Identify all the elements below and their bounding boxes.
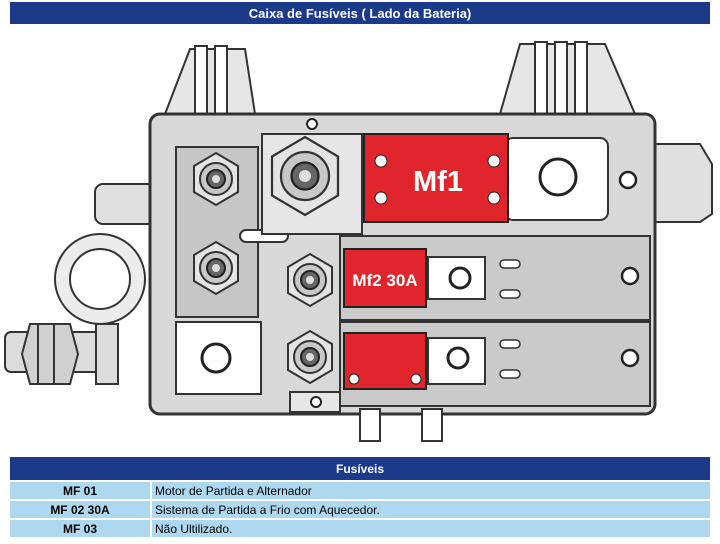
- bottom-tab: [359, 408, 381, 442]
- connector-slot: [499, 339, 521, 349]
- fuse-rivet: [487, 154, 501, 168]
- lower-left-bolt-hole: [200, 342, 232, 374]
- mounting-hole: [306, 118, 318, 130]
- fuse-description: Não Ultilizado.: [150, 520, 710, 537]
- fuse-rivet: [348, 373, 360, 385]
- mf1-bolt-hole: [538, 157, 578, 197]
- fuse-code: MF 03: [10, 520, 150, 537]
- fuse-box-diagram: Mf1 Mf2 30A: [4, 41, 713, 442]
- bottom-tab: [421, 408, 443, 442]
- table-row: MF 02 30A Sistema de Partida a Frio com …: [10, 501, 710, 518]
- fuse-rivet: [374, 154, 388, 168]
- table-row: MF 03 Não Ultilizado.: [10, 520, 710, 537]
- fuse-mf1: [363, 133, 509, 223]
- fuse-code: MF 01: [10, 482, 150, 499]
- fuse-rivet: [487, 191, 501, 205]
- table-row: MF 01 Motor de Partida e Alternador: [10, 482, 710, 499]
- mounting-hole: [618, 170, 638, 190]
- connector-slot: [499, 289, 521, 299]
- right-side-bracket: [649, 143, 713, 223]
- battery-terminal-clamp: [4, 183, 156, 385]
- main-terminal-nut: [270, 135, 340, 217]
- connector-slot: [499, 259, 521, 269]
- fuse-mf1-label: Mf1: [413, 166, 463, 198]
- right-mounting-clip: [498, 41, 637, 117]
- fuse-rivet: [410, 373, 422, 385]
- mf2-busbar: [427, 256, 486, 300]
- mounting-hole: [620, 266, 640, 286]
- fuse-description: Motor de Partida e Alternador: [150, 482, 710, 499]
- fuse-table-container: Fusíveis MF 01 Motor de Partida e Altern…: [10, 455, 710, 539]
- mounting-hole: [620, 348, 640, 368]
- fuse-code: MF 02 30A: [10, 501, 150, 518]
- mf2-bolt-hole: [448, 266, 472, 290]
- fuse-table-header: Fusíveis: [10, 457, 710, 480]
- fuse-mf2: [343, 248, 427, 308]
- fuse-rivet: [374, 191, 388, 205]
- diagram-title: Caixa de Fusíveis ( Lado da Bateria): [10, 2, 710, 24]
- fuse-description: Sistema de Partida a Frio com Aquecedor.: [150, 501, 710, 518]
- left-mounting-clip: [163, 45, 257, 117]
- fuse-table: Fusíveis MF 01 Motor de Partida e Altern…: [10, 455, 710, 539]
- connector-slot: [499, 369, 521, 379]
- fuse-mf2-label: Mf2 30A: [352, 271, 417, 290]
- mounting-hole: [310, 396, 322, 408]
- mf3-bolt-hole: [446, 346, 470, 370]
